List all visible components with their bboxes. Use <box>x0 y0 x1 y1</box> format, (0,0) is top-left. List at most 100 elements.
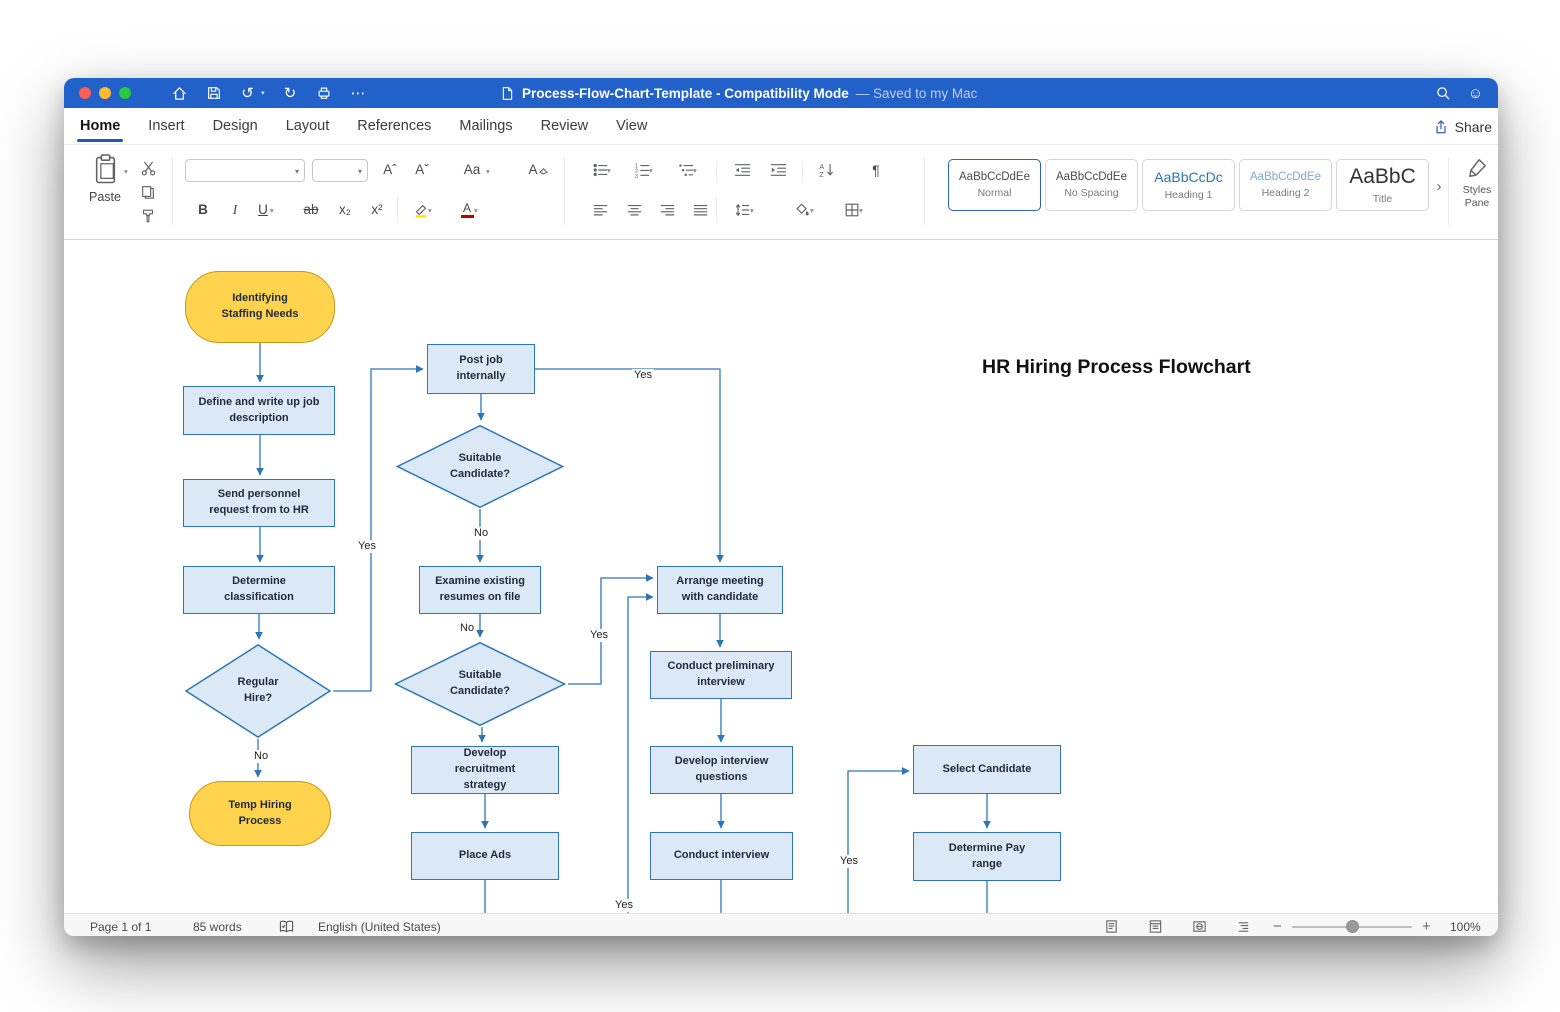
line-spacing-icon[interactable] <box>730 199 754 221</box>
font-color-chevron-icon[interactable]: ▾ <box>474 206 478 215</box>
close-button[interactable] <box>79 87 91 99</box>
font-name-select[interactable]: ▾ <box>185 159 305 182</box>
style-heading-1[interactable]: AaBbCcDc Heading 1 <box>1142 159 1235 211</box>
justify-icon[interactable] <box>688 199 712 221</box>
word-count[interactable]: 85 words <box>193 919 242 934</box>
borders-icon[interactable] <box>840 199 864 221</box>
change-case-icon[interactable]: Aa <box>463 162 481 178</box>
flow-node-suitable-candidate-2[interactable]: Suitable Candidate? <box>392 641 568 727</box>
flow-node-define-job-description[interactable]: Define and write up job description <box>183 386 335 435</box>
line-spacing-chevron-icon[interactable]: ▾ <box>750 206 754 215</box>
flow-node-suitable-candidate-1[interactable]: Suitable Candidate? <box>394 424 566 509</box>
flow-node-conduct-interview[interactable]: Conduct interview <box>650 832 793 880</box>
view-web-layout-icon[interactable] <box>1192 914 1207 936</box>
undo-chevron-icon[interactable]: ▾ <box>261 90 265 97</box>
edge-label-yes-post-job[interactable]: Yes <box>632 369 654 382</box>
zoom-out-button[interactable]: − <box>1273 918 1282 935</box>
flow-node-conduct-preliminary-interview[interactable]: Conduct preliminary interview <box>650 651 792 699</box>
tab-references[interactable]: References <box>357 118 432 134</box>
edge-label-yes-select[interactable]: Yes <box>838 855 860 868</box>
underline-icon[interactable]: U <box>258 202 268 218</box>
zoom-slider-handle[interactable] <box>1346 920 1359 933</box>
style-title[interactable]: AaBbC Title <box>1336 159 1429 211</box>
clear-formatting-icon[interactable]: A <box>526 159 550 181</box>
view-focus-icon[interactable] <box>1104 914 1119 936</box>
edge-label-yes-suitable-2[interactable]: Yes <box>588 629 610 642</box>
home-icon[interactable] <box>171 85 188 102</box>
tab-design[interactable]: Design <box>212 118 258 134</box>
pilcrow-icon[interactable]: ¶ <box>872 162 880 178</box>
italic-icon[interactable]: I <box>232 202 238 218</box>
smiley-icon[interactable]: ☺ <box>1467 84 1484 102</box>
borders-chevron-icon[interactable]: ▾ <box>859 206 863 215</box>
highlight-icon[interactable] <box>409 199 433 221</box>
flow-node-determine-classification[interactable]: Determine classification <box>183 566 335 614</box>
style-heading-2[interactable]: AaBbCcDdEe Heading 2 <box>1239 159 1332 211</box>
decrease-indent-icon[interactable] <box>730 159 754 181</box>
flow-node-examine-existing-resumes[interactable]: Examine existing resumes on file <box>419 566 541 614</box>
more-icon[interactable]: ⋯ <box>350 84 366 102</box>
flow-node-develop-interview-questions[interactable]: Develop interview questions <box>650 746 793 794</box>
styles-pane-button[interactable]: Styles Pane <box>1454 157 1498 210</box>
font-size-select[interactable]: ▾ <box>312 159 368 182</box>
align-left-icon[interactable] <box>588 199 612 221</box>
multilevel-list-icon[interactable] <box>674 159 698 181</box>
increase-indent-icon[interactable] <box>766 159 790 181</box>
superscript-icon[interactable]: x² <box>371 202 383 218</box>
style-normal[interactable]: AaBbCcDdEe Normal <box>948 159 1041 211</box>
share-button[interactable]: Share <box>1433 108 1492 145</box>
numbering-chevron-icon[interactable]: ▾ <box>649 166 653 175</box>
edge-label-no-examine[interactable]: No <box>458 622 477 635</box>
save-icon[interactable] <box>205 85 222 102</box>
language-indicator[interactable]: English (United States) <box>318 919 441 934</box>
tab-view[interactable]: View <box>616 118 648 134</box>
zoom-in-button[interactable]: + <box>1422 918 1431 935</box>
page-indicator[interactable]: Page 1 of 1 <box>90 919 152 934</box>
tab-layout[interactable]: Layout <box>285 118 330 134</box>
flow-node-temp-hiring-process[interactable]: Temp Hiring Process <box>189 781 331 846</box>
edge-label-yes-bottom[interactable]: Yes <box>613 899 635 912</box>
edge-label-yes-regular-hire[interactable]: Yes <box>356 540 378 553</box>
spellcheck-icon[interactable] <box>278 914 295 936</box>
paste-button[interactable]: Paste <box>82 153 128 231</box>
edge-label-no-regular-hire[interactable]: No <box>252 750 271 763</box>
flowchart-title[interactable]: HR Hiring Process Flowchart <box>982 356 1251 378</box>
shading-icon[interactable] <box>790 199 814 221</box>
redo-icon[interactable]: ↻ <box>283 84 297 102</box>
tab-home[interactable]: Home <box>76 108 124 144</box>
flow-node-identifying-staffing-needs[interactable]: Identifying Staffing Needs <box>185 271 335 343</box>
flow-node-determine-pay-range[interactable]: Determine Pay range <box>913 832 1061 881</box>
align-right-icon[interactable] <box>655 199 679 221</box>
flow-node-select-candidate[interactable]: Select Candidate <box>913 745 1061 794</box>
undo-icon[interactable]: ↺ <box>241 84 254 102</box>
flow-node-regular-hire[interactable]: Regular Hire? <box>183 643 333 739</box>
flow-node-arrange-meeting[interactable]: Arrange meeting with candidate <box>657 566 783 614</box>
minimize-button[interactable] <box>99 87 111 99</box>
paste-chevron-icon[interactable]: ▾ <box>124 167 128 176</box>
zoom-window-button[interactable] <box>119 87 131 99</box>
tab-mailings[interactable]: Mailings <box>459 118 513 134</box>
font-color-icon[interactable]: A <box>455 199 479 221</box>
flow-node-develop-recruitment-strategy[interactable]: Develop recruitment strategy <box>411 746 559 794</box>
flow-node-send-personnel-request[interactable]: Send personnel request from to HR <box>183 479 335 527</box>
bullets-icon[interactable] <box>588 159 612 181</box>
tab-review[interactable]: Review <box>540 118 589 134</box>
search-icon[interactable] <box>1434 85 1451 102</box>
copy-icon[interactable] <box>136 181 160 203</box>
highlight-chevron-icon[interactable]: ▾ <box>428 206 432 215</box>
tab-insert[interactable]: Insert <box>148 118 185 134</box>
subscript-icon[interactable]: x₂ <box>339 202 351 218</box>
cut-icon[interactable] <box>136 157 160 179</box>
style-no-spacing[interactable]: AaBbCcDdEe No Spacing <box>1045 159 1138 211</box>
align-center-icon[interactable] <box>622 199 646 221</box>
shrink-font-icon[interactable]: Aˇ <box>415 162 429 178</box>
change-case-chevron-icon[interactable]: ▾ <box>486 167 490 176</box>
flow-node-place-ads[interactable]: Place Ads <box>411 832 559 880</box>
underline-chevron-icon[interactable]: ▾ <box>270 206 274 215</box>
styles-gallery-more-icon[interactable]: › <box>1436 177 1442 195</box>
view-print-layout-icon[interactable] <box>1148 914 1163 936</box>
flow-node-post-job-internally[interactable]: Post job internally <box>427 344 535 394</box>
bold-icon[interactable]: B <box>198 202 208 218</box>
